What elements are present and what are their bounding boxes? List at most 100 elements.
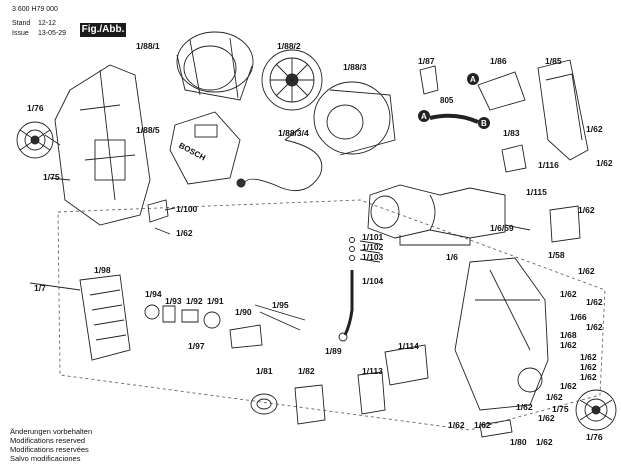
- part-1-103: [349, 255, 355, 261]
- label-1-88-1: 1/88/1: [136, 41, 160, 51]
- label-1-82: 1/82: [298, 366, 315, 376]
- part-1-83: [501, 144, 527, 173]
- label-1-114: 1/114: [398, 341, 419, 351]
- footer-line: Salvo modificaciones: [10, 454, 81, 463]
- footer-line: Modifications reserved: [10, 436, 86, 445]
- label-1-89: 1/89: [325, 346, 342, 356]
- label-1-113: 1/113: [362, 366, 383, 376]
- label-1-76: 1/76: [27, 103, 44, 113]
- part-1-85-handle: [537, 59, 589, 161]
- label-1-86: 1/86: [490, 56, 507, 66]
- svg-text:A: A: [421, 112, 427, 121]
- part-1-82: [294, 384, 326, 425]
- label-1-94: 1/94: [145, 289, 162, 299]
- assembly-boundary: [57, 199, 606, 431]
- label-1-95: 1/95: [272, 300, 289, 310]
- label-1-97: 1/97: [188, 341, 205, 351]
- footer-line: Änderungen vorbehalten: [10, 427, 93, 436]
- part-1-90: [229, 324, 263, 349]
- issue-label: Issue: [12, 30, 29, 37]
- label-805: 805: [440, 96, 454, 105]
- label-1-92: 1/92: [186, 296, 203, 306]
- part-1-88-5: [169, 111, 241, 185]
- stand-value: 12-12: [38, 20, 56, 27]
- label-1-104: 1/104: [362, 276, 384, 286]
- label-1-91: 1/91: [207, 296, 224, 306]
- label-1-80: 1/80: [510, 437, 527, 447]
- label-1-101: 1/101: [362, 232, 384, 242]
- label-1-93: 1/93: [165, 296, 182, 306]
- label-1-7: 1/7: [34, 283, 46, 293]
- label-1-62: 1/62: [560, 289, 577, 299]
- part-1-95: [254, 304, 306, 331]
- part-1-102: [349, 246, 355, 252]
- part-1-86: [477, 71, 526, 111]
- part-1-98: [79, 274, 131, 361]
- part-1-89: [338, 332, 348, 342]
- footer-line: Modifications reservées: [10, 445, 89, 454]
- label-1-85: 1/85: [545, 56, 562, 66]
- label-1-66: 1/66: [570, 312, 587, 322]
- label-1-116: 1/116: [538, 160, 559, 170]
- part-1-76-wheel-right: [575, 389, 617, 431]
- label-1-62: 1/62: [578, 266, 595, 276]
- part-1-100: [147, 199, 169, 223]
- label-1-90: 1/90: [235, 307, 252, 317]
- label-1-62: 1/62: [538, 413, 555, 423]
- label-1-62: 1/62: [586, 297, 603, 307]
- label-1-100: 1/100: [176, 204, 198, 214]
- label-1-62: 1/62: [580, 352, 597, 362]
- label-1-62: 1/62: [536, 437, 553, 447]
- label-1-88-2: 1/88/2: [277, 41, 301, 51]
- label-1-62: 1/62: [560, 340, 577, 350]
- part-1-88-3-4: [236, 127, 323, 192]
- label-1-75: 1/75: [552, 404, 569, 414]
- part-1-104: [343, 270, 354, 336]
- brand-label: BOSCH: [177, 141, 207, 163]
- part-1-6-motor: [367, 184, 506, 246]
- part-1-94: [144, 304, 160, 320]
- label-1-87: 1/87: [418, 56, 435, 66]
- part-1-93: [162, 305, 176, 323]
- part-1-113: [357, 371, 386, 415]
- label-1-88-3: 1/88/3: [343, 62, 367, 72]
- label-1-102: 1/102: [362, 242, 384, 252]
- callout-b: B: [478, 117, 490, 129]
- label-1-98: 1/98: [94, 265, 111, 275]
- label-1-68: 1/68: [560, 330, 577, 340]
- label-1-62: 1/62: [586, 124, 603, 134]
- part-1-7-housing-right: [454, 257, 549, 411]
- figure-label: Fig./Abb. 1: [80, 23, 126, 49]
- label-1-103: 1/103: [362, 252, 384, 262]
- part-1-101: [349, 237, 355, 243]
- part-1-87: [419, 65, 439, 95]
- label-1-62: 1/62: [578, 205, 595, 215]
- callout-a1: A: [467, 73, 479, 85]
- callout-a2: A: [418, 110, 430, 122]
- hose-805: [429, 113, 479, 124]
- part-1-81: [250, 393, 278, 415]
- part-1-88-3: [313, 81, 396, 156]
- label-1-62: 1/62: [596, 158, 613, 168]
- label-1-76: 1/76: [586, 432, 603, 442]
- label-1-62: 1/62: [546, 392, 563, 402]
- part-1-7-housing-left: [54, 64, 151, 226]
- label-1-88-3-4: 1/88/3/4: [278, 128, 309, 138]
- label-1-58: 1/58: [548, 250, 565, 260]
- label-1-62: 1/62: [516, 402, 533, 412]
- svg-text:B: B: [481, 119, 487, 128]
- label-1-6: 1/6: [446, 252, 458, 262]
- label-1-75: 1/75: [43, 172, 60, 182]
- label-1-6-59: 1/6/59: [490, 223, 514, 233]
- part-1-91: [203, 311, 221, 329]
- part-1-88-1: [176, 31, 254, 101]
- part-1-88-2: [261, 49, 323, 111]
- stand-label: Stand: [12, 20, 31, 27]
- svg-text:A: A: [470, 75, 476, 84]
- label-1-62: 1/62: [586, 322, 603, 332]
- label-1-83: 1/83: [503, 128, 520, 138]
- part-1-80: [479, 419, 513, 438]
- label-1-62: 1/62: [560, 381, 577, 391]
- part-1-114: [384, 344, 429, 386]
